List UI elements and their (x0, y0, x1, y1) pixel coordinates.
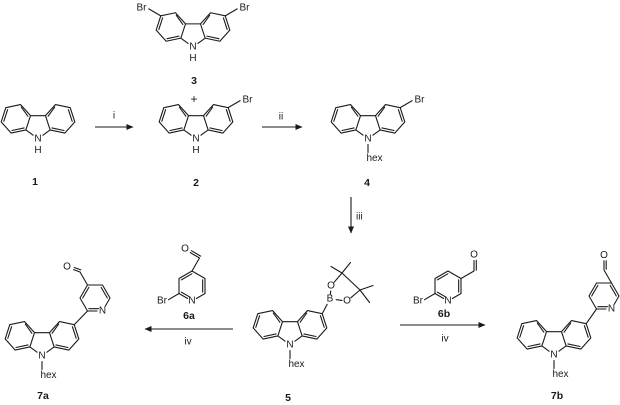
atom-n: N (444, 296, 451, 307)
aldehyde-bonds (603, 260, 613, 284)
step-iii-label: iii (356, 212, 363, 223)
hexyl-label: hex (552, 369, 568, 380)
hexyl-label: hex (288, 359, 304, 370)
aldehyde-bonds (73, 266, 89, 286)
carbazole-skeleton (158, 103, 234, 136)
arrow-step-ii: ii (262, 112, 303, 130)
atom-n: N (38, 350, 45, 361)
step-iv-left-label: iv (184, 337, 191, 348)
arrow-step-iv-right: iv (400, 322, 486, 345)
carbazole-skeleton (4, 320, 80, 353)
atom-n: N (286, 339, 293, 350)
compound-6a-label: 6a (183, 310, 195, 322)
biaryl-bond (585, 308, 598, 325)
step-iv-right-label: iv (441, 334, 448, 345)
atom-o: O (181, 244, 189, 255)
biaryl-bond (73, 310, 89, 326)
compound-7a-label: 7a (37, 390, 49, 402)
compound-6b-label: 6b (438, 308, 450, 320)
boronate-bonds (321, 261, 374, 315)
carbazole-skeleton (516, 319, 592, 352)
compound-6a-structure: N Br O 6a (157, 244, 206, 322)
atom-n: N (188, 296, 195, 307)
atom-o: O (470, 250, 478, 261)
compound-2-label: 2 (193, 177, 199, 189)
atom-h: H (192, 145, 199, 156)
atom-n-pyridine: N (608, 304, 615, 315)
atom-n: N (34, 133, 41, 144)
compound-6b-structure: N Br O 6b (413, 250, 478, 321)
atom-o: O (63, 262, 71, 273)
hexyl-label: hex (366, 153, 382, 164)
atom-br-left: Br (137, 3, 148, 14)
br-bond (399, 100, 413, 109)
compound-4-structure: Br N hex 4 (330, 95, 426, 189)
plus-sign: + (190, 92, 197, 106)
carbazole-skeleton (330, 103, 406, 136)
compound-1-label: 1 (32, 176, 38, 188)
carbazole-skeleton (0, 103, 76, 136)
step-ii-label: ii (279, 112, 283, 123)
br-bonds (148, 8, 238, 17)
atom-br: Br (157, 296, 168, 307)
atom-br: Br (243, 95, 254, 106)
arrow-step-iv-left: iv (144, 326, 233, 348)
pyridine-ring (178, 270, 206, 300)
atom-n: N (189, 42, 196, 53)
compound-3-structure: Br Br N H 3 (137, 3, 251, 88)
step-i-label: i (113, 111, 115, 122)
carbazole-skeleton (252, 309, 328, 342)
substituent-bonds (423, 259, 477, 301)
atom-o1: O (327, 281, 335, 292)
atom-b: B (327, 294, 334, 305)
substituent-bonds (167, 250, 202, 301)
atom-h: H (189, 53, 196, 64)
atom-br: Br (413, 296, 424, 307)
compound-7b-label: 7b (551, 390, 563, 402)
compound-4-label: 4 (364, 177, 370, 189)
atom-n: N (364, 133, 371, 144)
compound-5-structure: B O O N hex 5 (252, 261, 374, 404)
arrow-step-iii: iii (348, 197, 363, 234)
atom-br-right: Br (240, 3, 251, 14)
atom-n: N (192, 133, 199, 144)
atom-o: O (600, 250, 608, 261)
atom-n-pyridine: N (99, 306, 106, 317)
carbazole-skeleton (155, 12, 231, 44)
compound-5-label: 5 (285, 392, 291, 404)
compound-7a-structure: N O N hex 7a (4, 262, 111, 402)
atom-n: N (550, 349, 557, 360)
compound-2-structure: Br N H 2 (158, 95, 254, 189)
arrow-step-i: i (95, 111, 134, 130)
br-bond (227, 100, 241, 109)
atom-o2: O (343, 296, 351, 307)
compound-7b-structure: N O N hex 7b (516, 250, 620, 402)
atom-h: H (34, 145, 41, 156)
compound-3-label: 3 (191, 75, 197, 87)
atom-br: Br (415, 95, 426, 106)
hexyl-label: hex (40, 370, 56, 381)
compound-1-structure: N H 1 (0, 103, 76, 188)
pyridine-ring (434, 270, 462, 300)
